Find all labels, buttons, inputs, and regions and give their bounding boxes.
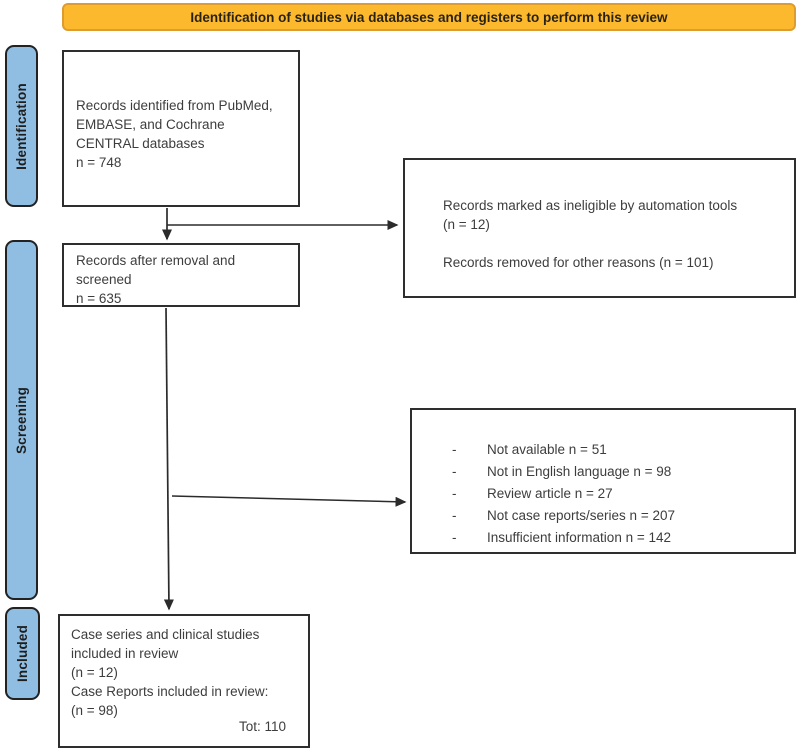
exclusion-item: - Insufficient information n = 142 [452,527,784,549]
box-records-identified: Records identified from PubMed, EMBASE, … [62,50,300,207]
box-records-screened-text: Records after removal and screened n = 6… [76,253,236,306]
box-records-removed: Records marked as ineligible by automati… [403,158,796,298]
exclusion-item-dash: - [452,486,457,501]
exclusion-item-dash: - [452,508,457,523]
total-count: Tot: 110 [238,719,286,734]
box-records-screened: Records after removal and screened n = 6… [62,243,300,307]
exclusion-item: - Not in English language n = 98 [452,461,784,483]
arrow-screened-to-included [163,307,174,611]
title-banner: Identification of studies via databases … [62,3,796,31]
stage-label-included: Included [5,607,40,700]
exclusion-item: - Review article n = 27 [452,483,784,505]
stage-label-identification: Identification [5,45,38,207]
exclusion-item: - Not case reports/series n = 207 [452,505,784,527]
exclusion-item-dash: - [452,442,457,457]
exclusion-item-text: Not available n = 51 [487,442,607,457]
exclusion-item-dash: - [452,464,457,479]
title-banner-label: Identification of studies via databases … [190,9,668,25]
exclusion-item: - Not available n = 51 [452,439,784,461]
box-studies-included-text: Case series and clinical studies include… [71,627,269,718]
exclusion-item-text: Not case reports/series n = 207 [487,508,675,523]
box-records-identified-text: Records identified from PubMed, EMBASE, … [76,98,273,170]
stage-label-screening-text: Screening [14,386,30,454]
exclusion-item-text: Review article n = 27 [487,486,613,501]
exclusion-item-text: Insufficient information n = 142 [487,530,671,545]
exclusion-item-text: Not in English language n = 98 [487,464,672,479]
stage-label-screening: Screening [5,240,38,600]
stage-label-included-text: Included [15,624,31,683]
stage-label-identification-text: Identification [14,82,29,170]
exclusion-item-dash: - [452,530,457,545]
box-studies-included: Case series and clinical studies include… [58,614,310,748]
box-records-removed-text: Records marked as ineligible by automati… [443,198,738,270]
box-exclusion-reasons: - Not available n = 51 - Not in English … [410,408,796,554]
arrow-to-exclusions-box [171,495,407,507]
